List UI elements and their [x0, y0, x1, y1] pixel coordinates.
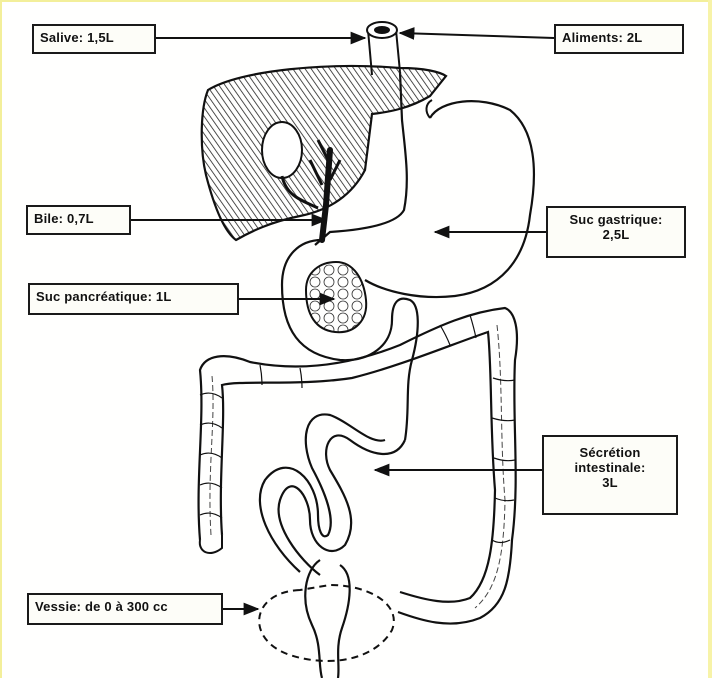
label-bile: Bile: 0,7L — [26, 205, 131, 235]
bladder — [259, 585, 394, 661]
label-suc-gastrique-line2: 2,5L — [554, 227, 678, 242]
colon — [199, 308, 517, 624]
arrow-aliments — [400, 33, 554, 38]
label-aliments: Aliments: 2L — [554, 24, 684, 54]
label-secretion-line2: intestinale: — [550, 460, 670, 475]
label-suc-pancreatique: Suc pancréatique: 1L — [28, 283, 239, 315]
label-secretion-intestinale: Sécrétion intestinale: 3L — [542, 435, 678, 515]
label-suc-gastrique: Suc gastrique: 2,5L — [546, 206, 686, 258]
label-secretion-line1: Sécrétion — [550, 445, 670, 460]
label-suc-gastrique-line1: Suc gastrique: — [554, 212, 678, 227]
label-salive: Salive: 1,5L — [32, 24, 156, 54]
label-vessie: Vessie: de 0 à 300 cc — [27, 593, 223, 625]
small-intestine — [260, 414, 405, 575]
label-secretion-line3: 3L — [550, 475, 670, 490]
duodenum — [282, 240, 418, 440]
